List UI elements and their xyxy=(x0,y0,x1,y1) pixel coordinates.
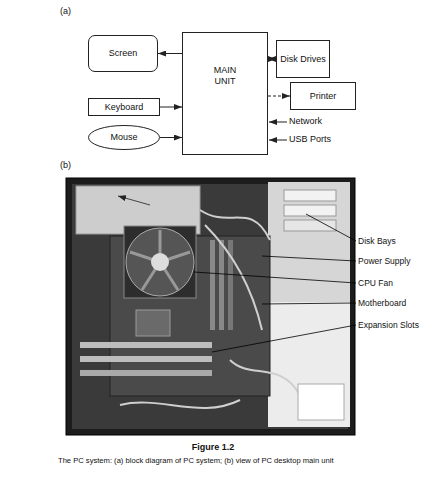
leader-line xyxy=(212,325,356,352)
callout-label: Disk Bays xyxy=(358,236,424,247)
drive-bay-panel xyxy=(268,182,350,302)
leader-line xyxy=(306,214,356,241)
psu-mark xyxy=(118,196,150,205)
figure-number: Figure 1.2 xyxy=(0,442,426,453)
text-label: (b) xyxy=(60,160,90,171)
node-text: Disk Drives xyxy=(280,54,326,65)
side-panel xyxy=(268,302,350,427)
drive-cage xyxy=(298,384,344,420)
text-label: USB Ports xyxy=(289,134,359,145)
leader-line xyxy=(194,272,356,283)
disk-drives-box: Disk Drives xyxy=(276,40,330,78)
network-arrow xyxy=(269,122,287,123)
node-text: Printer xyxy=(310,91,337,102)
leader-line xyxy=(262,256,356,261)
node-text: Keyboard xyxy=(105,102,144,113)
callout-label: CPU Fan xyxy=(358,278,424,289)
callout-label: Expansion Slots xyxy=(358,320,425,331)
connector-arrow xyxy=(158,53,182,54)
printer-box: Printer xyxy=(290,82,356,110)
fan-blades xyxy=(130,230,190,290)
ellipse-shape xyxy=(89,126,160,150)
connector-arrow xyxy=(160,137,182,138)
mouse-ellipse: Mouse xyxy=(88,125,160,150)
chipset xyxy=(136,310,170,336)
disk-bay xyxy=(284,190,336,201)
node-text: Mouse xyxy=(110,132,137,143)
keyboard-box: Keyboard xyxy=(88,98,160,116)
ram-slot xyxy=(219,240,224,330)
callout-label: Power Supply xyxy=(358,256,424,267)
figure-caption: The PC system: (a) block diagram of PC s… xyxy=(58,456,403,466)
expansion-slot xyxy=(80,342,212,348)
text-label: (a) xyxy=(60,6,90,17)
disk-bay xyxy=(284,220,336,231)
connector-arrow xyxy=(160,107,182,108)
screen-box: Screen xyxy=(88,35,158,72)
expansion-slot xyxy=(80,356,212,362)
text-label: Network xyxy=(289,116,349,127)
usb-arrow xyxy=(269,140,287,141)
cpu-fan xyxy=(126,228,194,296)
connector-arrow xyxy=(268,96,290,97)
node-text: MAIN UNIT xyxy=(205,65,245,87)
heatsink xyxy=(124,226,196,298)
disk-bay xyxy=(284,205,336,216)
ram-slot xyxy=(210,240,215,330)
expansion-slot xyxy=(80,370,212,376)
callout-label: Motherboard xyxy=(358,298,424,309)
leader-line xyxy=(262,303,356,304)
node-text: Screen xyxy=(109,48,138,59)
connector-arrow xyxy=(268,59,276,60)
main-unit-box: MAIN UNIT xyxy=(182,32,268,155)
case-frame xyxy=(66,178,355,435)
fan-hub xyxy=(151,253,169,271)
cable xyxy=(120,210,300,408)
